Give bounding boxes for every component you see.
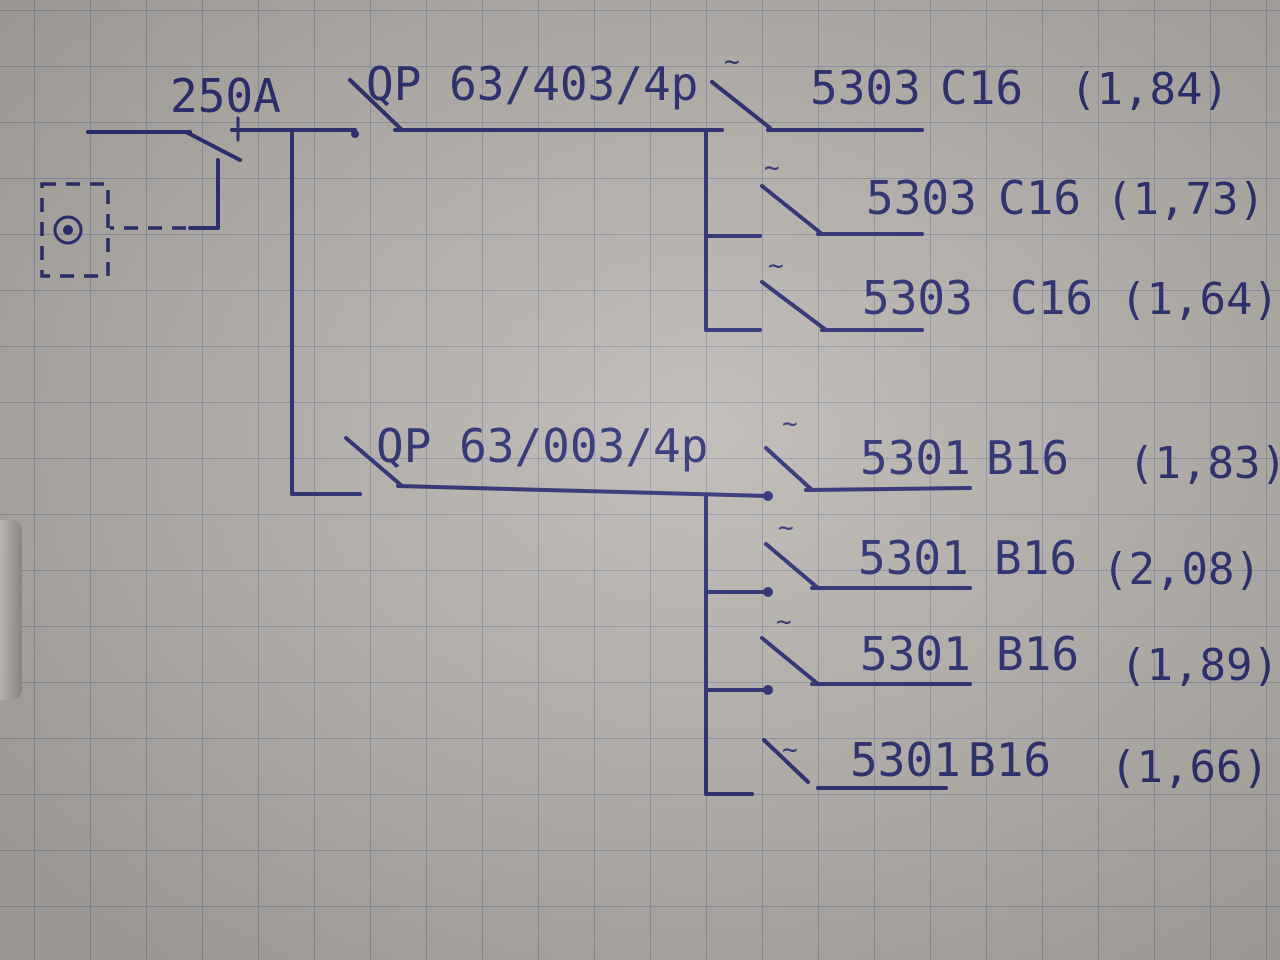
breaker-model: 5301	[850, 733, 961, 787]
breaker-symbol-icon: ~	[724, 47, 740, 77]
main-switch: 250A	[40, 69, 357, 278]
rcd-2-label: QP 63/003/4p	[376, 419, 708, 473]
breaker-2-3: ~ 5301 B16 (1,89)	[760, 607, 1279, 695]
breaker-blade	[760, 280, 828, 332]
breaker-symbol-icon: ~	[764, 153, 780, 183]
trip-link	[188, 158, 220, 230]
trip-unit-box	[40, 182, 110, 278]
breaker-value: (2,08)	[1102, 544, 1261, 595]
breaker-rating: B16	[986, 431, 1069, 485]
breaker-blade	[760, 636, 820, 686]
breaker-rating: B16	[996, 627, 1079, 681]
group-1-bus	[704, 128, 762, 332]
breaker-symbol-icon: ~	[778, 513, 794, 543]
rcd-1-blade	[348, 78, 404, 132]
breaker-rating: C16	[940, 61, 1023, 115]
breaker-output	[804, 486, 972, 492]
group-2-bus	[704, 494, 754, 796]
breaker-value: (1,66)	[1110, 742, 1269, 793]
breaker-value: (1,83)	[1128, 438, 1280, 489]
breaker-symbol-icon: ~	[776, 607, 792, 637]
trip-unit-core-icon	[63, 225, 73, 235]
breaker-model: 5303	[866, 171, 977, 225]
breaker-rating: B16	[968, 733, 1051, 787]
breaker-1-3: ~ 5303 C16 (1,64)	[760, 251, 1279, 332]
binder-edge	[0, 520, 22, 700]
breaker-symbol-icon: ~	[768, 251, 784, 281]
breaker-blade	[764, 446, 814, 492]
breaker-1-1: ~ 5303 C16 (1,84)	[706, 47, 1229, 132]
breaker-blade	[710, 80, 772, 130]
breaker-blade	[764, 542, 820, 590]
breaker-model: 5303	[810, 61, 921, 115]
breaker-model: 5301	[858, 531, 969, 585]
bus-node-1	[351, 130, 359, 138]
breaker-rating: C16	[998, 171, 1081, 225]
breaker-blade	[760, 184, 824, 236]
breaker-value: (1,84)	[1070, 64, 1229, 115]
breaker-node	[763, 587, 773, 597]
breaker-1-2: ~ 5303 C16 (1,73)	[760, 153, 1265, 236]
rcd-2-output	[396, 484, 770, 498]
breaker-model: 5301	[860, 627, 971, 681]
main-switch-blade	[184, 130, 242, 162]
breaker-symbol-icon: ~	[782, 735, 798, 765]
rcd-group-1: QP 63/403/4p	[348, 57, 762, 332]
breaker-2-4: ~ 5301 B16 (1,66)	[762, 733, 1269, 793]
breaker-value: (1,73)	[1106, 174, 1265, 225]
breaker-symbol-icon: ~	[782, 409, 798, 439]
rcd-2-blade	[344, 436, 404, 488]
breaker-node	[763, 491, 773, 501]
breaker-rating: C16	[1010, 271, 1093, 325]
breaker-value: (1,89)	[1120, 640, 1279, 691]
breaker-blade	[762, 738, 810, 784]
breaker-rating: B16	[994, 531, 1077, 585]
breaker-2-2: ~ 5301 B16 (2,08)	[763, 513, 1261, 597]
breaker-model: 5301	[860, 431, 971, 485]
breaker-node	[763, 685, 773, 695]
breaker-2-1: ~ 5301 B16 (1,83)	[763, 409, 1280, 501]
rcd-group-2: QP 63/003/4p	[344, 419, 770, 796]
main-switch-rating: 250A	[170, 69, 281, 123]
breaker-model: 5303	[862, 271, 973, 325]
trip-unit-coil-icon	[53, 215, 83, 245]
rcd-1-label: QP 63/403/4p	[366, 57, 698, 111]
breaker-value: (1,64)	[1120, 274, 1279, 325]
